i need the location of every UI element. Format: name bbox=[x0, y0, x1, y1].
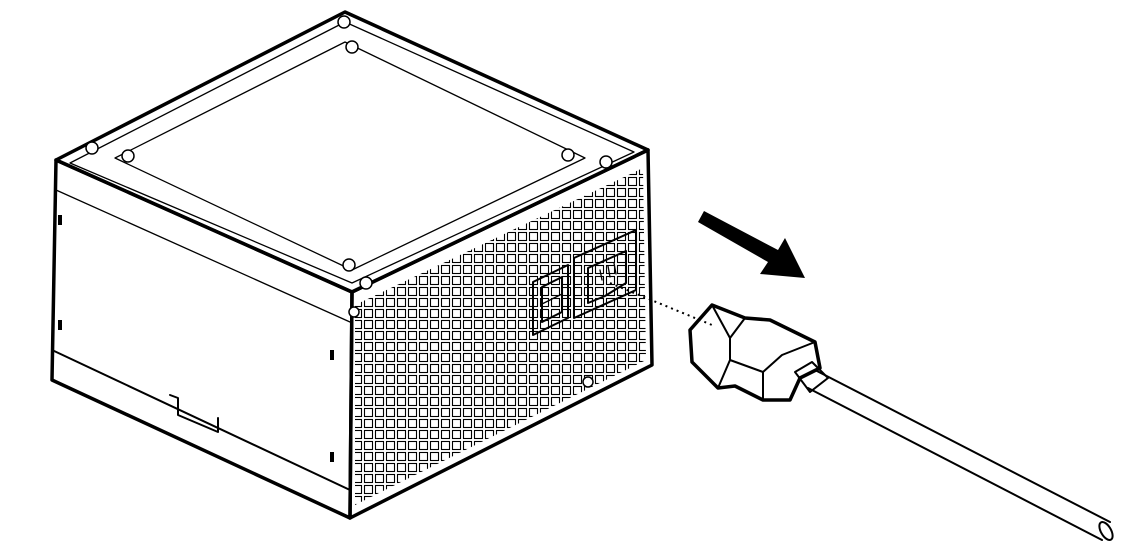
side-slot-3 bbox=[330, 350, 334, 360]
screw-icon bbox=[345, 40, 359, 54]
insert-guide-line bbox=[609, 282, 713, 326]
psu-left-face bbox=[50, 158, 354, 520]
ac-inlet-icon bbox=[573, 229, 637, 319]
screw-icon bbox=[85, 141, 99, 155]
psu-top-inner bbox=[69, 21, 635, 284]
screw-icon bbox=[582, 376, 594, 388]
screw-icon bbox=[599, 155, 613, 169]
psu-left-lower-edge bbox=[51, 349, 351, 491]
screw-icon bbox=[342, 258, 356, 272]
psu-left-top-edge bbox=[55, 189, 351, 323]
psu-rear-face bbox=[348, 148, 654, 520]
rocker-switch-icon bbox=[532, 264, 569, 336]
screw-icon bbox=[121, 149, 135, 163]
side-slot-1 bbox=[58, 215, 62, 225]
side-slot-4 bbox=[330, 452, 334, 462]
screw-icon bbox=[348, 306, 360, 318]
fan-grille bbox=[114, 41, 586, 271]
screws bbox=[85, 15, 613, 388]
power-plug-icon bbox=[688, 303, 829, 402]
screw-icon bbox=[359, 276, 373, 290]
screw-icon bbox=[561, 148, 575, 162]
rear-mesh bbox=[355, 168, 646, 505]
power-cord bbox=[807, 369, 1114, 542]
arrow-icon bbox=[698, 211, 805, 278]
psu-left-notch bbox=[169, 394, 219, 433]
psu-body bbox=[50, 10, 654, 520]
screw-icon bbox=[337, 15, 351, 29]
side-slot-2 bbox=[58, 320, 62, 330]
